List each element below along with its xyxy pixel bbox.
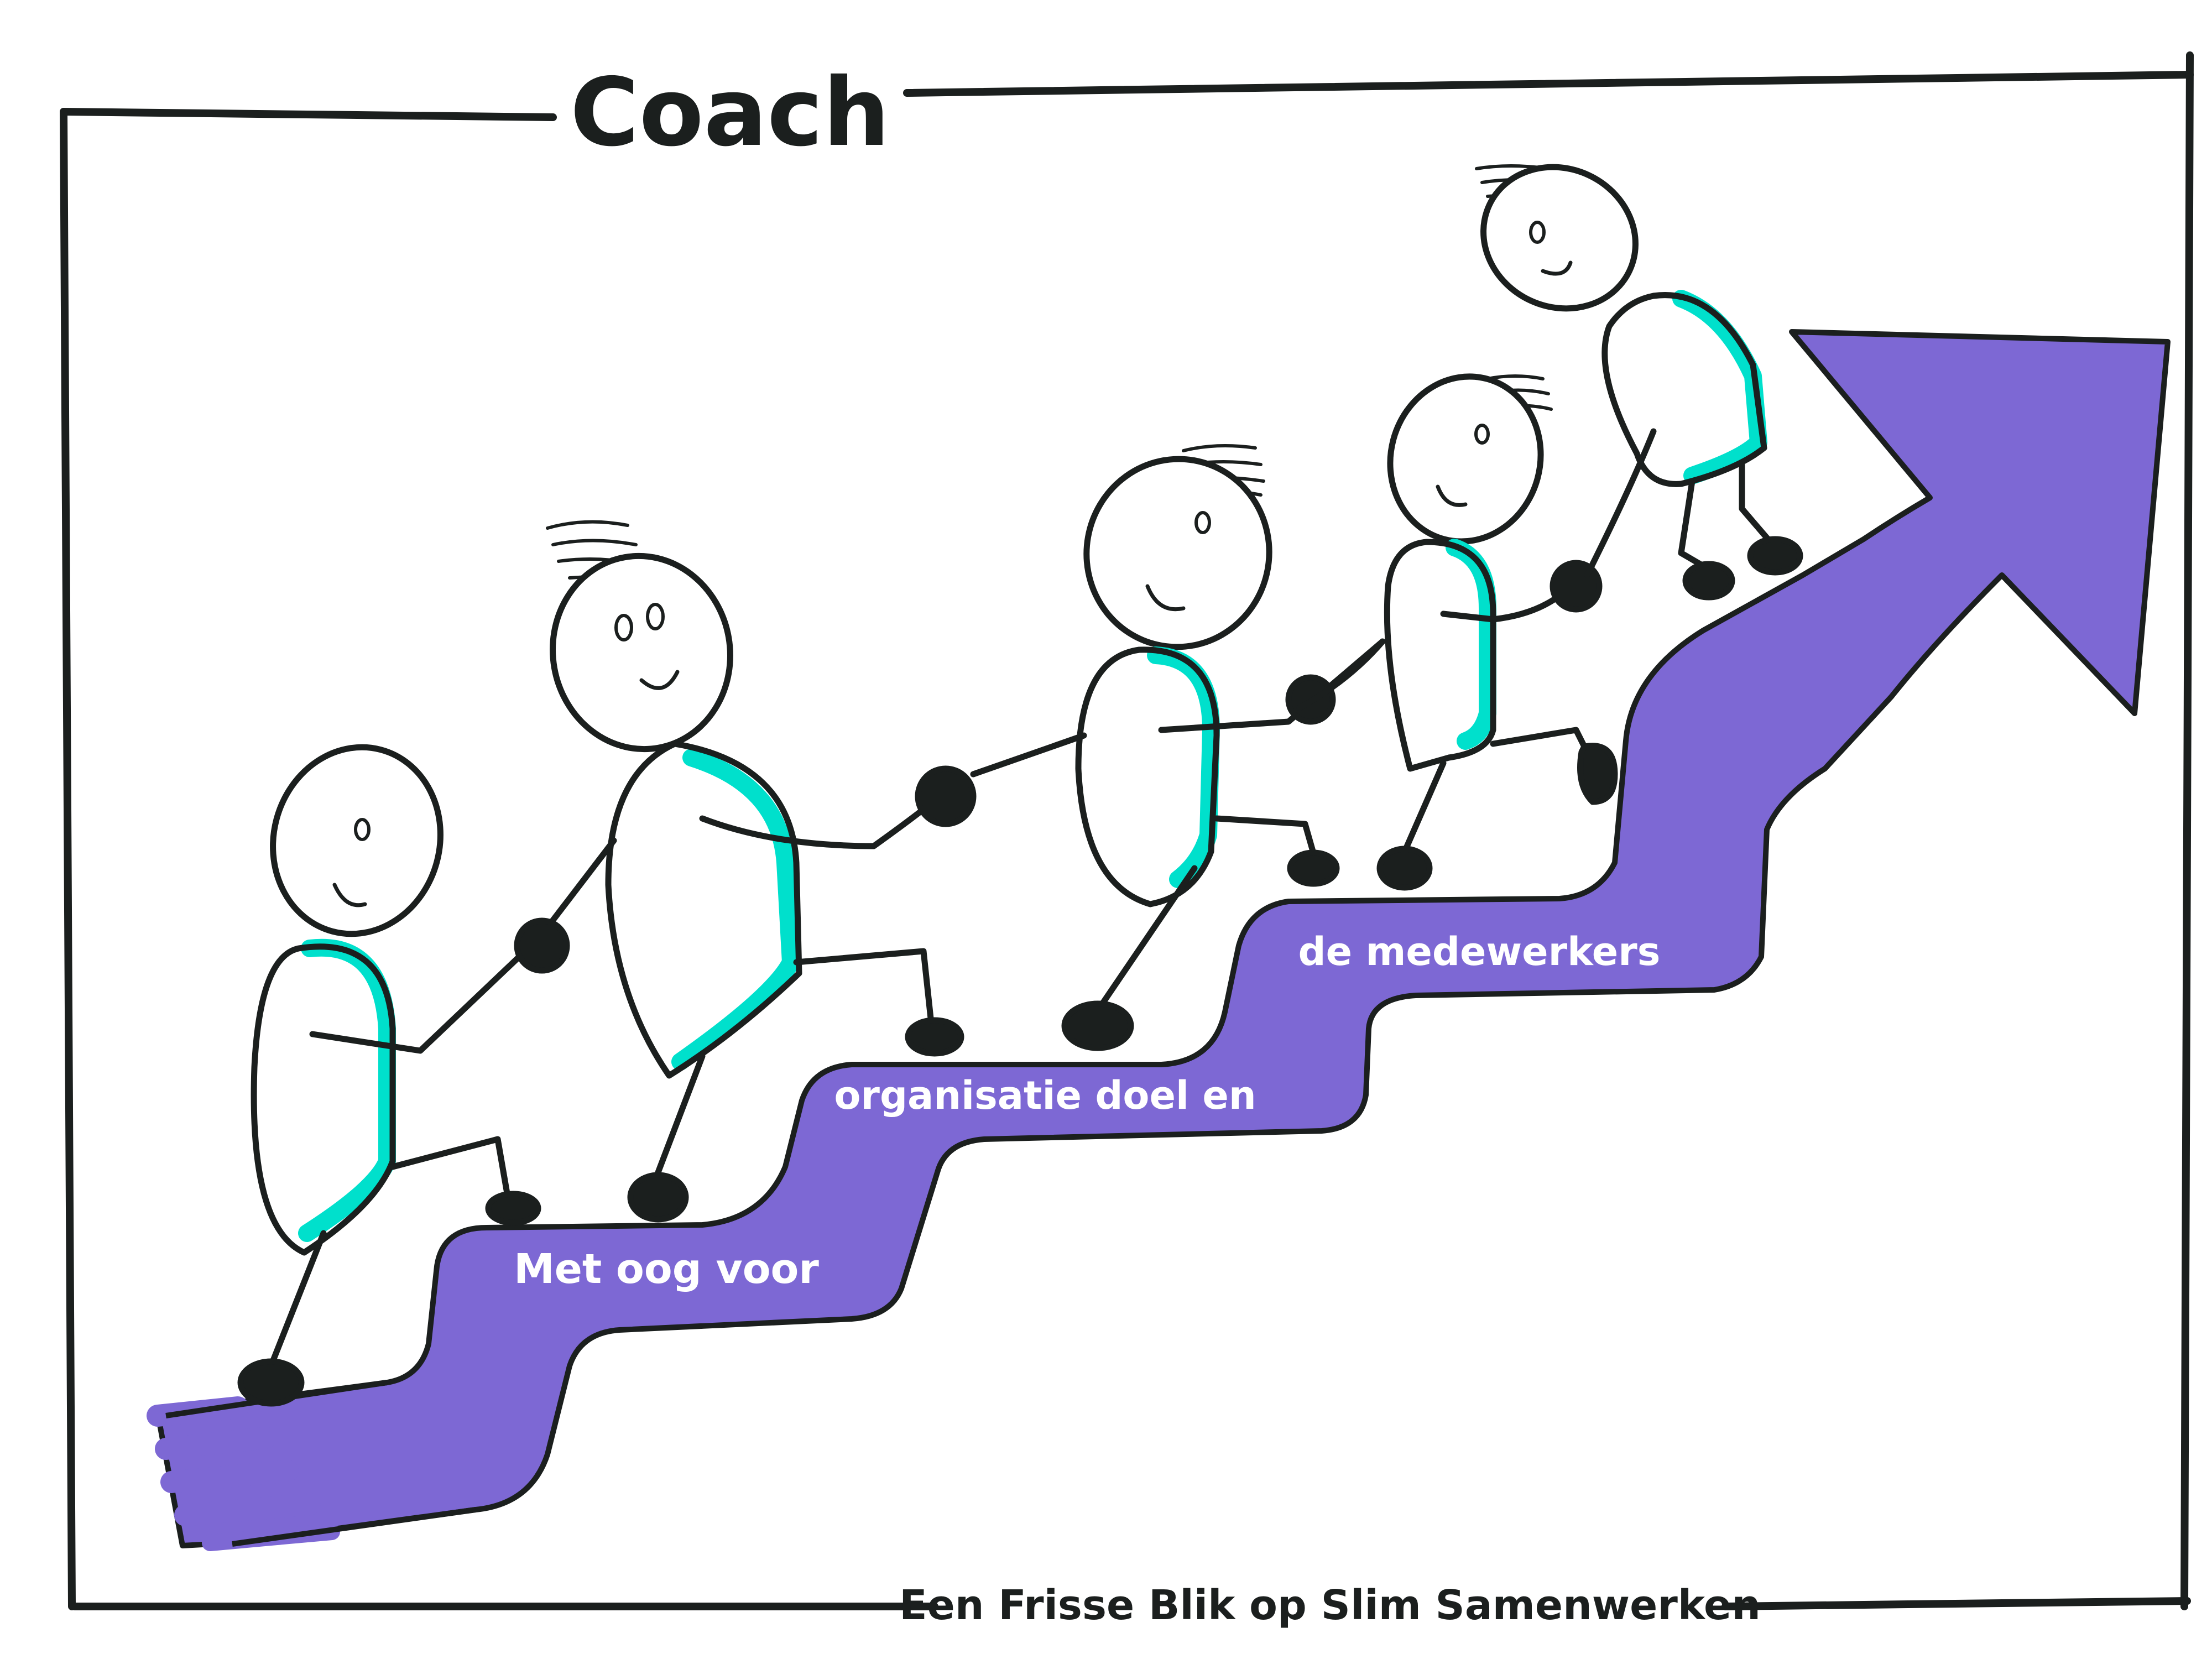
- head: [1480, 164, 1639, 312]
- eye: [1194, 511, 1211, 534]
- arm-back: [970, 732, 1087, 778]
- leg-forward: [389, 1136, 512, 1206]
- figure-2: [514, 520, 977, 1223]
- body: [605, 740, 802, 1079]
- smile: [1436, 484, 1468, 507]
- body-accent: [671, 749, 800, 1071]
- eye: [1474, 424, 1490, 445]
- page-title: Coach: [570, 58, 890, 168]
- step-label-3: de medewerkers: [1298, 929, 1661, 974]
- arm-back: [539, 837, 617, 938]
- figure-1: [237, 744, 541, 1407]
- eye: [1529, 221, 1546, 244]
- head: [550, 552, 733, 753]
- smile: [639, 670, 680, 690]
- hand-clasp-1: [514, 917, 570, 974]
- body-accent: [1672, 290, 1767, 484]
- frame: [60, 51, 2194, 1610]
- figure-4: [1296, 373, 1618, 891]
- smile: [1145, 584, 1186, 612]
- foot-back: [1682, 561, 1735, 601]
- arm-forward: [699, 793, 943, 849]
- head: [1083, 456, 1272, 650]
- leg-back: [268, 1230, 327, 1369]
- foot-forward: [1577, 743, 1618, 805]
- arm-back: [1296, 638, 1386, 711]
- body: [1384, 539, 1496, 772]
- frame-left: [60, 108, 76, 1610]
- leg-forward: [793, 948, 935, 1032]
- body-accent: [1446, 539, 1496, 750]
- frame-top-right: [903, 71, 2194, 97]
- staircase-arrow: [147, 329, 2171, 1551]
- foot-forward: [905, 1017, 964, 1057]
- foot-forward: [485, 1191, 541, 1226]
- foot-back: [237, 1358, 305, 1407]
- head: [270, 744, 444, 937]
- arm-forward: [1158, 638, 1386, 733]
- eye-right: [646, 603, 665, 630]
- leg-forward: [1739, 461, 1778, 551]
- arm: [1584, 428, 1657, 578]
- head: [1387, 373, 1544, 545]
- body-accent: [1147, 646, 1220, 888]
- foot-back: [1061, 1000, 1134, 1051]
- foot-forward: [1287, 849, 1340, 887]
- leg-back: [655, 1053, 706, 1176]
- body: [1075, 646, 1220, 907]
- smile: [1541, 260, 1573, 276]
- foot-forward: [1747, 536, 1803, 576]
- leg-back: [1678, 478, 1718, 576]
- step-label-2: organisatie doel en: [834, 1073, 1256, 1118]
- tail-stroke-4: [174, 1493, 321, 1526]
- body: [1601, 292, 1767, 487]
- body: [251, 943, 396, 1256]
- figures: [237, 164, 1803, 1407]
- leg-back: [1097, 865, 1198, 1010]
- staircase-body: [155, 329, 2171, 1548]
- hand-clasp-2: [915, 765, 977, 827]
- tail-stroke-2: [155, 1427, 276, 1460]
- smile: [332, 883, 367, 907]
- leg-back: [1401, 760, 1447, 855]
- eye-left: [614, 614, 633, 641]
- foot-back: [1376, 846, 1433, 891]
- footer-text: Een Frisse Blik op Slim Samenwerken: [899, 1582, 1761, 1629]
- figure-5: [1475, 164, 1803, 601]
- step-label-1: Met oog voor: [514, 1245, 819, 1293]
- arm-forward: [309, 942, 534, 1054]
- frame-top-left: [60, 108, 557, 121]
- tail-edge-bottom: [232, 1507, 476, 1547]
- frame-right: [2180, 51, 2194, 1610]
- frame-bottom-right: [1721, 1597, 2191, 1610]
- tail-stroke-3: [160, 1460, 299, 1493]
- foot-back: [627, 1172, 689, 1223]
- eye: [354, 818, 371, 841]
